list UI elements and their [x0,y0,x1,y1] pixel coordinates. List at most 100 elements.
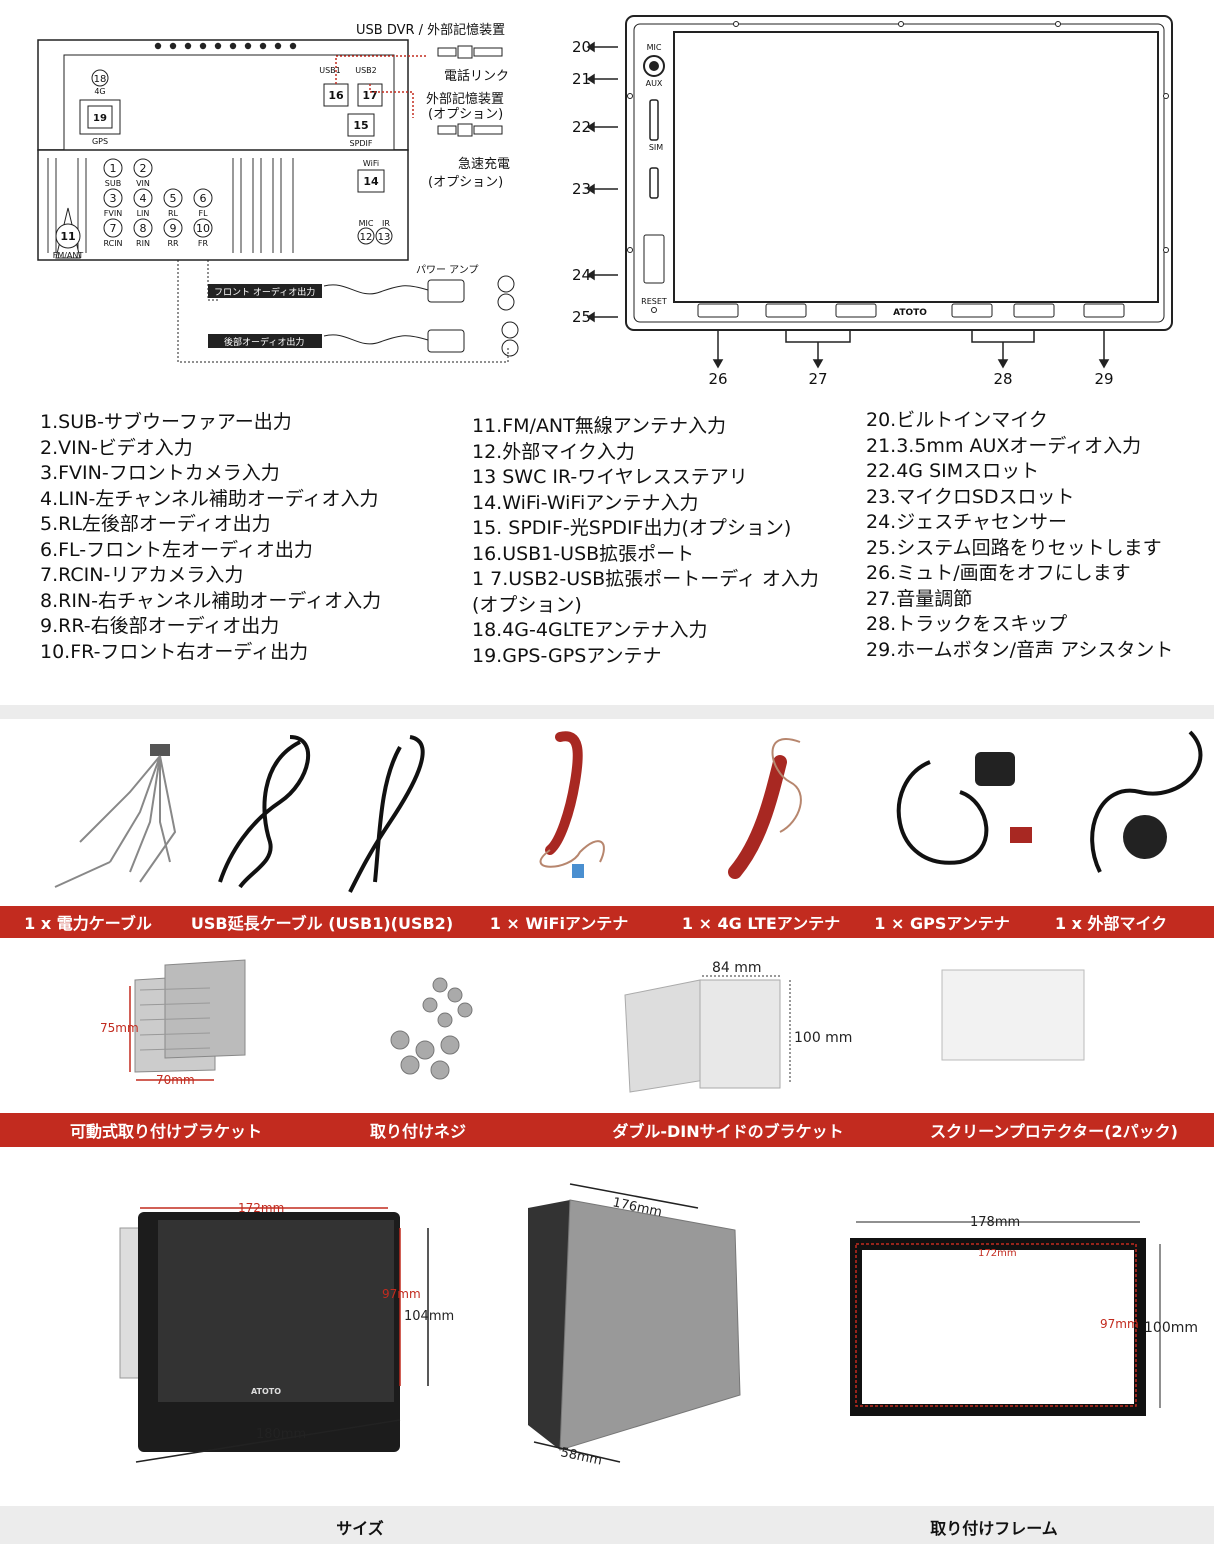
legend-item: 19.GPS-GPSアンテナ [472,644,662,667]
svg-text:11: 11 [60,230,75,243]
svg-text:97mm: 97mm [382,1287,421,1301]
rear-label-usb-dvr: USB DVR / 外部記憶装置 [356,22,505,38]
lte-antenna-image [728,738,802,879]
legend-item: 10.FR-フロント右オーディ出力 [40,640,309,663]
caption-frame: 取り付けフレーム [930,1519,1058,1538]
front-audio-out-label: フロント オーディオ出力 [214,286,315,298]
rca-port-number: 7 [110,222,117,235]
svg-text:58mm: 58mm [559,1445,603,1468]
svg-text:GPS: GPS [92,137,108,146]
legend-item: 24.ジェスチャセンサー [866,511,1068,533]
caption-size: サイズ [336,1519,384,1538]
legend-item: 2.VIN-ビデオ入力 [40,436,193,459]
accessory-images-row2: 75mm 70mm 84 mm 100 mm [100,959,1085,1093]
rca-port-label: FVIN [104,209,122,218]
svg-text:AUX: AUX [646,79,663,88]
legend-item: 8.RIN-右チャンネル補助オーディオ入力 [40,589,382,612]
legend-item: 4.LIN-左チャンネル補助オーディオ入力 [40,487,379,510]
front-panel-diagram: MIC AUX SIM RESET ATOTO 20 21 22 23 24 2… [572,15,1173,388]
svg-text:23: 23 [572,180,591,198]
rca-port-number: 8 [140,222,147,235]
legend-item: 7.RCIN-リアカメラ入力 [40,564,244,586]
svg-text:14: 14 [363,175,379,188]
rca-port-label: FR [198,239,209,248]
svg-text:18: 18 [94,74,107,85]
rca-port-label: LIN [137,209,150,218]
svg-text:USB1: USB1 [319,66,341,75]
svg-text:19: 19 [93,113,107,124]
svg-text:100 mm: 100 mm [794,1030,852,1046]
svg-text:104mm: 104mm [404,1309,454,1324]
svg-text:26: 26 [708,370,727,388]
svg-text:24: 24 [572,266,591,284]
legend-item: 15. SPDIF-光SPDIF出力(オプション) [472,517,792,539]
rca-port-label: RIN [136,239,150,248]
svg-text:FM/ANT: FM/ANT [53,251,84,260]
svg-text:16: 16 [328,89,344,102]
svg-text:100mm: 100mm [1144,1320,1198,1336]
usb-cable-image [218,735,425,893]
legend-item: 11.FM/ANT無線アンテナ入力 [472,415,726,437]
svg-text:4G: 4G [94,87,105,96]
svg-text:SIM: SIM [649,143,663,152]
rear-audio-out-label: 後部オーディオ出力 [224,336,304,348]
legend-item: 9.RR-右後部オーディオ出力 [40,615,280,637]
rca-port-label: FL [198,209,208,218]
svg-text:20: 20 [572,38,591,56]
svg-text:12: 12 [360,232,373,243]
size-diagram: ATOTO 172mm 97mm 104mm 180mm 176mm 58mm … [119,1183,1198,1469]
rca-port-number: 5 [170,192,177,205]
accessory-images-row1 [54,730,1203,893]
legend-item: 3.FVIN-フロントカメラ入力 [40,462,280,484]
svg-text:21: 21 [572,70,591,88]
svg-text:172mm: 172mm [238,1201,284,1215]
svg-text:RESET: RESET [641,297,667,306]
front-brand-logo: ATOTO [893,308,927,318]
svg-text:外部記憶装置: 外部記憶装置 [426,91,504,107]
legend-item: 1.SUB-サブウーファアー出力 [40,411,292,433]
rca-port-number: 2 [140,162,147,175]
legend-item: 27.音量調節 [866,587,973,610]
rca-port-3 [103,188,123,208]
svg-text:パワー アンプ: パワー アンプ [416,264,478,276]
rca-port-label: RR [167,239,179,248]
legend-item: 6.FL-フロント左オーディオ出力 [40,538,313,561]
svg-text:178mm: 178mm [970,1215,1020,1230]
double-din-side-bracket-image [624,979,781,1093]
rca-port-1 [103,158,123,178]
svg-text:27: 27 [808,370,827,388]
svg-text:84 mm: 84 mm [712,960,762,976]
svg-text:USB2: USB2 [355,66,377,75]
gps-antenna-image [896,752,1032,865]
svg-text:13: 13 [378,232,391,243]
rca-port-number: 10 [196,222,210,235]
rca-port-label: RCIN [103,239,122,248]
rca-port-7 [103,218,123,238]
rca-port-label: VIN [136,179,150,188]
rca-port-4 [133,188,153,208]
svg-text:IR: IR [382,219,390,228]
svg-text:70mm: 70mm [156,1073,195,1087]
legend-item: 26.ミュト/画面をオフにします [866,562,1131,584]
rca-port-label: RL [168,209,179,218]
legend-item: 28.トラックをスキップ [866,613,1068,635]
svg-text:180mm: 180mm [256,1427,306,1442]
wifi-antenna-image [539,731,605,878]
screen-protector-image [941,969,1085,1061]
legend-item: 13 SWC IR-ワイヤレスステアリ [472,466,748,488]
rca-port-2 [133,158,153,178]
screws-image [390,977,473,1080]
svg-text:MIC: MIC [359,219,374,228]
svg-text:17: 17 [362,89,377,102]
svg-text:22: 22 [572,118,591,136]
svg-text:28: 28 [993,370,1012,388]
svg-text:29: 29 [1094,370,1113,388]
svg-text:MIC: MIC [647,43,662,52]
rca-port-number: 9 [170,222,177,235]
rca-port-number: 3 [110,192,117,205]
legend-item: 29.ホームボタン/音声 アシスタント [866,638,1174,661]
svg-text:WiFi: WiFi [363,159,379,168]
legend-item: 20.ビルトインマイク [866,409,1048,431]
